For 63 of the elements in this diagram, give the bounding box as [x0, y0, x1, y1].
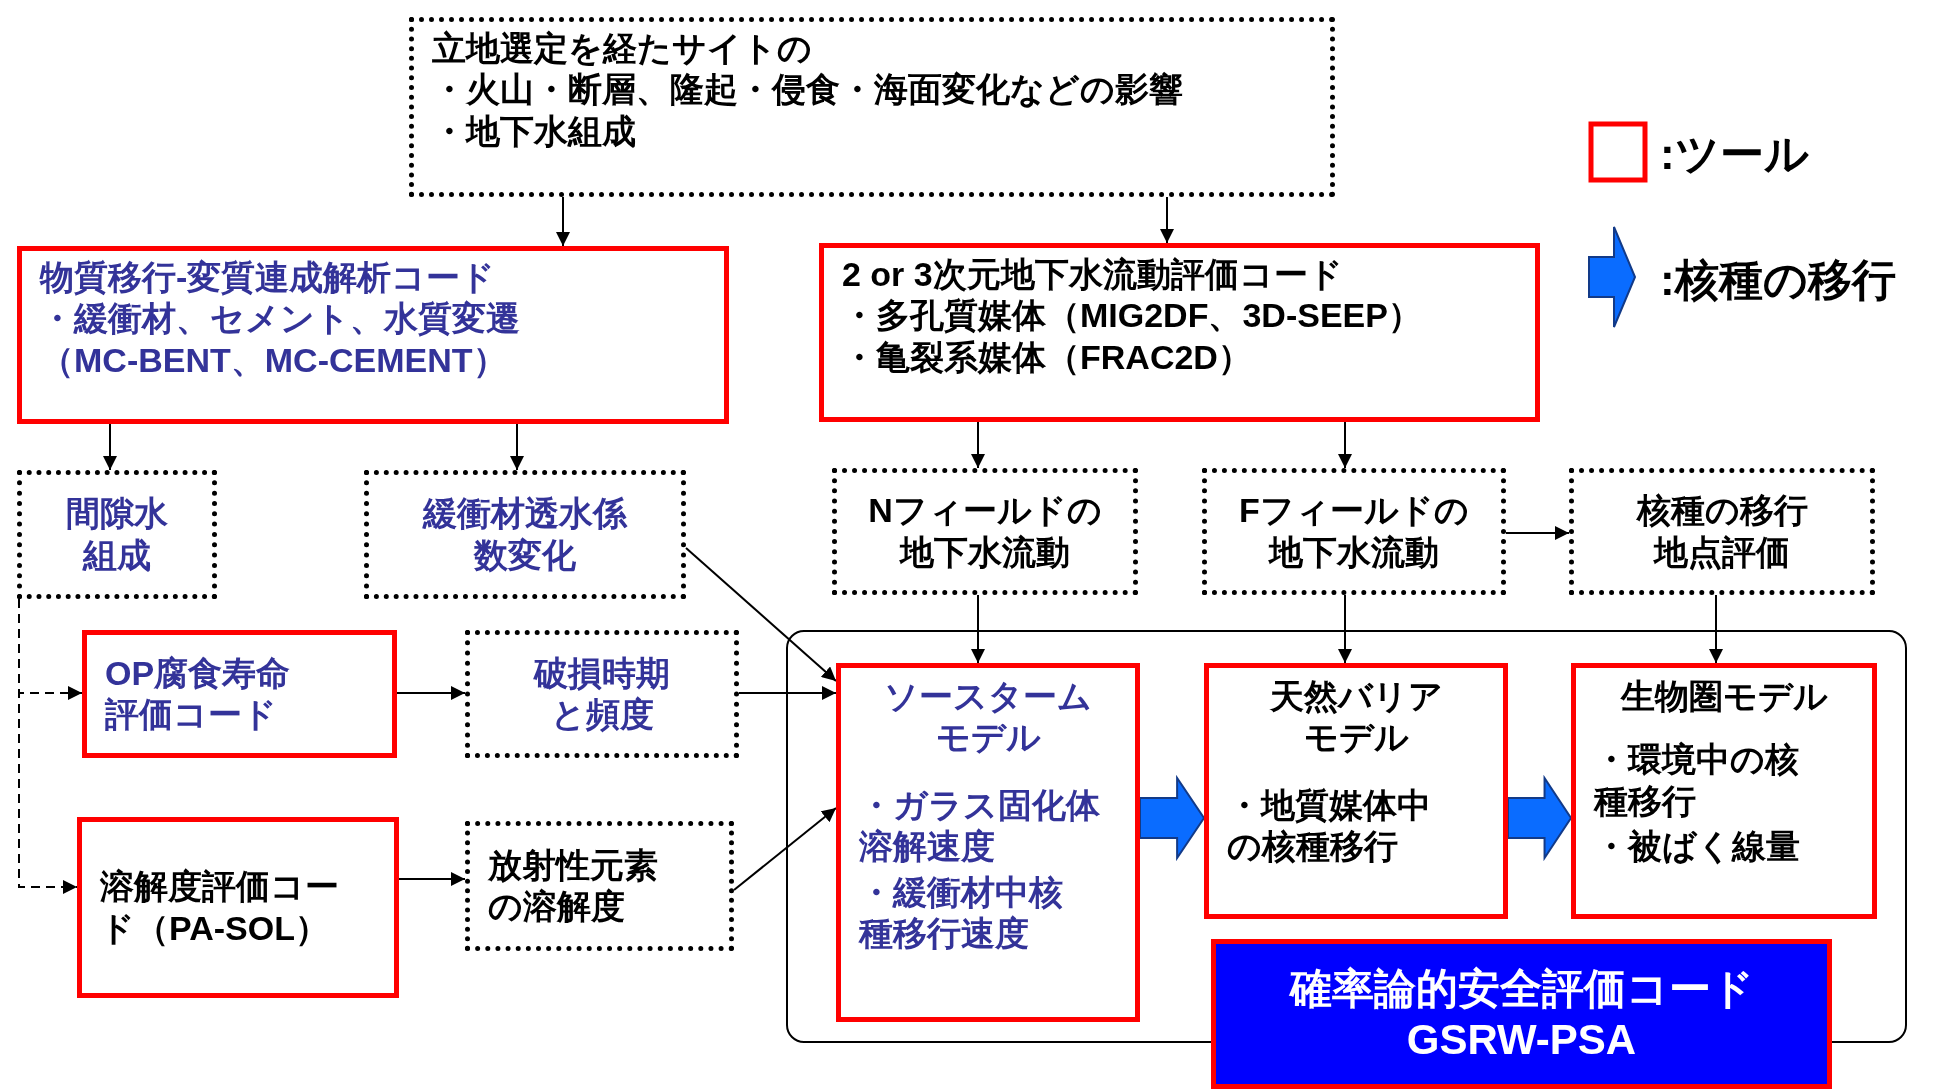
node-text: Fフィールドの地下水流動 — [1238, 490, 1470, 573]
arrow — [1160, 196, 1174, 244]
dotted-box — [1569, 468, 1875, 595]
legend-label: :ツール — [1660, 128, 1809, 180]
node-text: GSRW-PSA — [1406, 1015, 1637, 1065]
arrow — [971, 421, 985, 469]
dotted-box — [832, 468, 1138, 595]
node-text: ・火山・断層、隆起・侵食・海面変化などの影響 — [432, 69, 1184, 111]
arrow — [1338, 594, 1352, 664]
tool-box — [77, 817, 399, 998]
main-code-box — [1211, 939, 1832, 1089]
arrow — [685, 547, 837, 682]
dotted-box — [465, 630, 739, 758]
dotted-box — [1202, 468, 1506, 595]
node-heading: 2 or 3次元地下水流動評価コード — [842, 254, 1344, 295]
arrow — [18, 598, 78, 894]
node-text: ・緩衝材中核種移行速度 — [859, 871, 1064, 955]
block-arrow — [1507, 774, 1573, 862]
node-text: Nフィールドの地下水流動 — [867, 490, 1103, 573]
arrow — [1338, 421, 1352, 469]
node-heading: 物質移行-変質連成解析コード — [40, 257, 497, 298]
node-text: ・ガラス固化体溶解速度 — [859, 784, 1101, 868]
arrow — [556, 196, 570, 247]
dotted-box — [364, 470, 686, 599]
node-text: ・地下水組成 — [432, 110, 637, 152]
node-text: 放射性元素の溶解度 — [488, 844, 659, 927]
node-text: ・多孔質媒体（MIG2DF、3D-SEEP） — [842, 295, 1423, 337]
node-heading: 確率論的安全評価コード — [1289, 963, 1754, 1014]
node-text: 核種の移行地点評価 — [1635, 490, 1809, 573]
tool-box — [819, 243, 1540, 422]
node-text: ・環境中の核種移行 — [1594, 739, 1800, 822]
tool-box — [836, 663, 1140, 1022]
node-heading: 立地選定を経たサイトの — [432, 28, 813, 69]
tool-box — [1204, 663, 1508, 919]
arrow — [733, 807, 837, 891]
tool-box — [1571, 663, 1877, 919]
arrow — [738, 686, 837, 700]
node-heading: 天然バリアモデル — [1268, 676, 1444, 759]
node-text: 破損時期と頻度 — [532, 652, 671, 735]
dotted-box — [17, 470, 217, 599]
arrow — [1709, 594, 1723, 664]
node-text: OP腐食寿命評価コード — [105, 652, 292, 735]
arrow — [396, 686, 466, 700]
node-text: ・被ばく線量 — [1594, 826, 1801, 868]
tool-box — [17, 246, 729, 424]
node-text: 間隙水組成 — [65, 493, 169, 576]
node-text: ・亀裂系媒体（FRAC2D） — [842, 336, 1253, 378]
node-heading: ソースタームモデル — [883, 676, 1093, 759]
arrow — [398, 872, 466, 886]
node-text: 緩衝材透水係数変化 — [421, 493, 629, 576]
node-text: ・地質媒体中の核種移行 — [1227, 784, 1432, 868]
block-arrow — [1139, 774, 1206, 862]
arrow — [510, 423, 524, 471]
node-heading: 生物圏モデル — [1620, 676, 1828, 717]
dotted-box — [465, 821, 734, 951]
node-text: 溶解度評価コード（PA-SOL） — [100, 866, 340, 949]
node-text: ・緩衝材、セメント、水質変遷（MC-BENT、MC-CEMENT） — [40, 298, 521, 381]
legend-label: :核種の移行 — [1660, 254, 1896, 306]
arrow — [971, 594, 985, 664]
arrow — [1505, 526, 1570, 540]
dotted-box — [409, 17, 1335, 197]
arrow — [103, 423, 117, 471]
tool-box — [82, 630, 397, 758]
